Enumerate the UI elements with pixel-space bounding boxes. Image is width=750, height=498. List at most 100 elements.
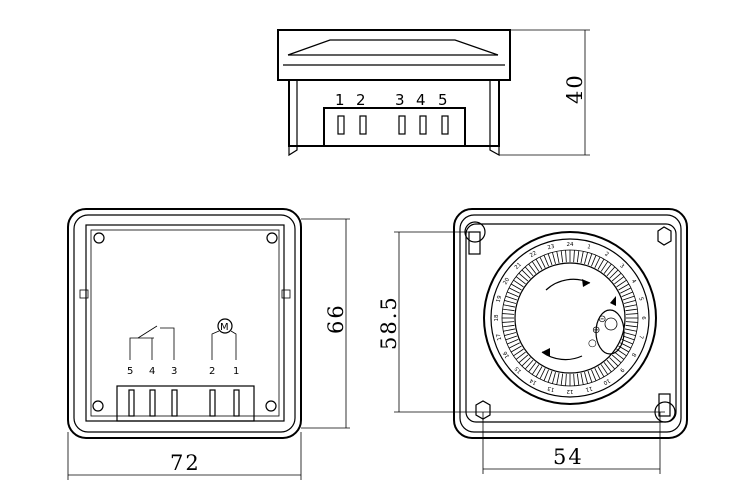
dial-segment-pin[interactable]: [606, 266, 616, 277]
dial-segment-pin[interactable]: [535, 258, 543, 270]
dial-segment-pin[interactable]: [524, 359, 534, 370]
dial-segment-pin[interactable]: [576, 373, 580, 386]
dial-segment-pin[interactable]: [584, 252, 588, 265]
dial-segment-pin[interactable]: [543, 255, 549, 267]
dial-segment-pin[interactable]: [597, 258, 605, 270]
dial-segment-pin[interactable]: [611, 272, 622, 282]
dial-segment-pin[interactable]: [603, 362, 612, 373]
dial-segment-pin[interactable]: [623, 332, 636, 336]
dial-hour-label: 23: [547, 244, 556, 252]
dial-segment-pin[interactable]: [594, 368, 601, 380]
dial-segment-pin[interactable]: [535, 366, 543, 378]
dial-segment-pin[interactable]: [591, 369, 597, 381]
dial-segment-pin[interactable]: [510, 283, 522, 291]
dial-segment-pin[interactable]: [597, 366, 605, 378]
dial-segment-pin[interactable]: [584, 371, 588, 384]
dial-segment-pin[interactable]: [507, 339, 519, 345]
dial-segment-pin[interactable]: [622, 295, 635, 301]
dial-hour-label: 10: [602, 377, 611, 386]
wiring-schematic: M: [129, 318, 237, 360]
dial-segment-pin[interactable]: [547, 253, 553, 266]
dial-segment-pin[interactable]: [606, 359, 616, 370]
dial-segment-pin[interactable]: [565, 373, 567, 386]
dial-segment-pin[interactable]: [609, 269, 619, 279]
dial-segment-pin[interactable]: [621, 291, 633, 297]
dial-segment-pin[interactable]: [618, 283, 630, 291]
dial-segment-pin[interactable]: [503, 328, 516, 332]
terminal-slot: [337, 115, 345, 135]
dial-segment-pin[interactable]: [552, 252, 556, 265]
dial-segment-pin[interactable]: [625, 321, 638, 323]
dial-segment-pin[interactable]: [622, 335, 635, 341]
dial-segment-pin[interactable]: [528, 362, 537, 373]
dial-segment-pin[interactable]: [502, 308, 515, 312]
dial-segment-pin[interactable]: [620, 287, 632, 294]
dial-segment-pin[interactable]: [521, 269, 531, 279]
dimension-pitch-vertical: 58.5: [377, 231, 665, 413]
dial-segment-pin[interactable]: [507, 291, 519, 297]
dial-segment-pin[interactable]: [531, 261, 540, 272]
dial-segment-pin[interactable]: [560, 373, 564, 386]
dial-segment-pin[interactable]: [521, 357, 531, 367]
dial-segment-pins[interactable]: [502, 250, 638, 386]
dial-segment-pin[interactable]: [587, 253, 593, 266]
dial-segment-pin[interactable]: [600, 261, 609, 272]
dial-segment-pin[interactable]: [600, 364, 609, 375]
dial-segment-pin[interactable]: [502, 321, 515, 323]
dial-hour-label: 15: [513, 365, 523, 375]
dial-segment-pin[interactable]: [603, 263, 612, 274]
dial-segment-pin[interactable]: [513, 348, 524, 357]
dial-segment-pin[interactable]: [580, 251, 584, 264]
dial-segment-pin[interactable]: [556, 251, 560, 264]
dial-segment-pin[interactable]: [510, 345, 522, 353]
dial-segment-pin[interactable]: [565, 250, 567, 263]
dial-segment-pin[interactable]: [616, 279, 627, 288]
dial-segment-pin[interactable]: [576, 250, 580, 263]
dial-segment-pin[interactable]: [518, 272, 529, 282]
dial-segment-pin[interactable]: [515, 351, 526, 360]
override-switch[interactable]: ⊖ ⊝ ○: [588, 309, 625, 355]
dial-segment-pin[interactable]: [580, 372, 584, 385]
dial-segment-pin[interactable]: [573, 373, 575, 386]
dial-segment-pin[interactable]: [518, 354, 529, 364]
dial-segment-pin[interactable]: [625, 313, 638, 315]
dial-segment-pin[interactable]: [614, 351, 625, 360]
dial-segment-pin[interactable]: [508, 287, 520, 294]
dial-segment-pin[interactable]: [587, 370, 593, 383]
dial-segment-pin[interactable]: [611, 354, 622, 364]
dial-segment-pin[interactable]: [552, 371, 556, 384]
override-switch-slot[interactable]: [595, 309, 625, 355]
dial-segment-pin[interactable]: [560, 250, 564, 263]
dial-segment-pin[interactable]: [547, 370, 553, 383]
dial-segment-pin[interactable]: [539, 256, 546, 268]
dial-segment-pin[interactable]: [624, 304, 637, 308]
dial-segment-pin[interactable]: [513, 279, 524, 288]
dial-segment-pin[interactable]: [531, 364, 540, 375]
back-view: M 5 4 3 2 1 66: [67, 208, 350, 480]
dial-segment-pin[interactable]: [528, 263, 537, 274]
dial-segment-pin[interactable]: [505, 295, 518, 301]
dial-segment-pin[interactable]: [504, 300, 517, 304]
override-switch-knob[interactable]: [604, 317, 618, 331]
dial-segment-pin[interactable]: [625, 324, 638, 328]
dial-segment-pin[interactable]: [614, 276, 625, 285]
dial-segment-pin[interactable]: [625, 308, 638, 312]
dial-segment-pin[interactable]: [503, 304, 516, 308]
dial-segment-pin[interactable]: [543, 369, 549, 381]
dial-segment-pin[interactable]: [515, 276, 526, 285]
dial-segment-pin[interactable]: [504, 332, 517, 336]
dial-segment-pin[interactable]: [591, 255, 597, 267]
dial-segment-pin[interactable]: [609, 357, 619, 367]
dial-segment-pin[interactable]: [594, 256, 601, 268]
dial-segment-pin[interactable]: [573, 250, 575, 263]
dial-segment-pin[interactable]: [505, 335, 518, 341]
dial-segment-pin[interactable]: [556, 372, 560, 385]
dial-segment-pin[interactable]: [508, 342, 520, 349]
dial-segment-pin[interactable]: [624, 328, 637, 332]
dial-segment-pin[interactable]: [623, 300, 636, 304]
dial-segment-pin[interactable]: [539, 368, 546, 380]
dial-segment-pin[interactable]: [524, 266, 534, 277]
dial-segment-pin[interactable]: [502, 324, 515, 328]
dial-segment-pin[interactable]: [502, 313, 515, 315]
